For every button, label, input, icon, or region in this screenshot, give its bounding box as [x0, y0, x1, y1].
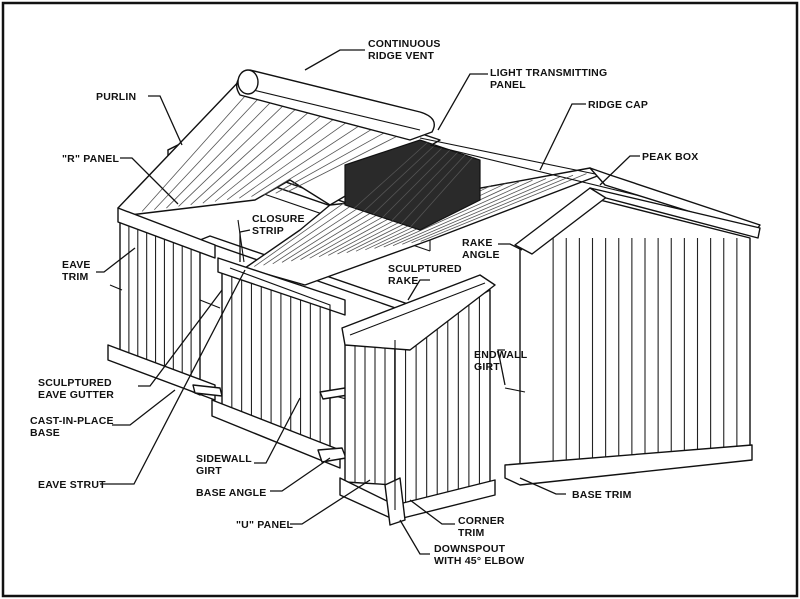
label-ridge-cap: RIDGE CAP — [588, 99, 648, 111]
light-transmitting-panel-shape — [344, 139, 481, 231]
label-base-trim: BASE TRIM — [572, 489, 632, 501]
panel-rib — [382, 149, 451, 218]
corner-column — [339, 274, 496, 526]
panel-rib — [410, 157, 473, 228]
roof-rib — [263, 201, 358, 266]
roof-rib — [202, 102, 321, 204]
roof-rib — [141, 81, 258, 212]
roof-rib — [275, 126, 396, 194]
roof-rib — [214, 106, 333, 202]
roof-rib — [254, 203, 344, 267]
panel-rib — [363, 144, 436, 212]
panel-rib — [372, 147, 443, 215]
roof-rib — [153, 85, 271, 210]
roof-rib — [383, 179, 533, 248]
label-purlin: PURLIN — [96, 91, 136, 103]
roof-rib — [411, 174, 574, 244]
panel-rib — [400, 154, 466, 225]
endwall — [504, 187, 761, 486]
roof-rib — [166, 89, 283, 209]
roof-rib — [251, 118, 371, 197]
middle-sidewall — [211, 219, 351, 469]
roof-rib — [178, 93, 296, 207]
roof-rib — [239, 114, 358, 199]
roof-rib — [272, 199, 371, 265]
label-base-angle: BASE ANGLE — [196, 487, 266, 499]
roof-rib — [263, 122, 383, 196]
label-r-panel: "R" PANEL — [62, 153, 119, 165]
panel-rib — [354, 142, 428, 209]
panel-rib — [391, 152, 458, 221]
roof-rib — [392, 178, 547, 246]
leader-lines — [96, 49, 640, 555]
roof-rib — [190, 98, 308, 206]
label-eave-strut: EAVE STRUT — [38, 479, 106, 491]
left-sidewall — [107, 207, 223, 401]
roof-rib — [420, 173, 587, 242]
label-peak-box: PEAK BOX — [642, 151, 698, 163]
roof-rib — [226, 110, 346, 201]
roof-rib — [287, 130, 408, 192]
ridge-vent-shape — [236, 69, 435, 141]
label-u-panel: "U" PANEL — [236, 519, 293, 531]
roof-rib — [402, 176, 560, 245]
